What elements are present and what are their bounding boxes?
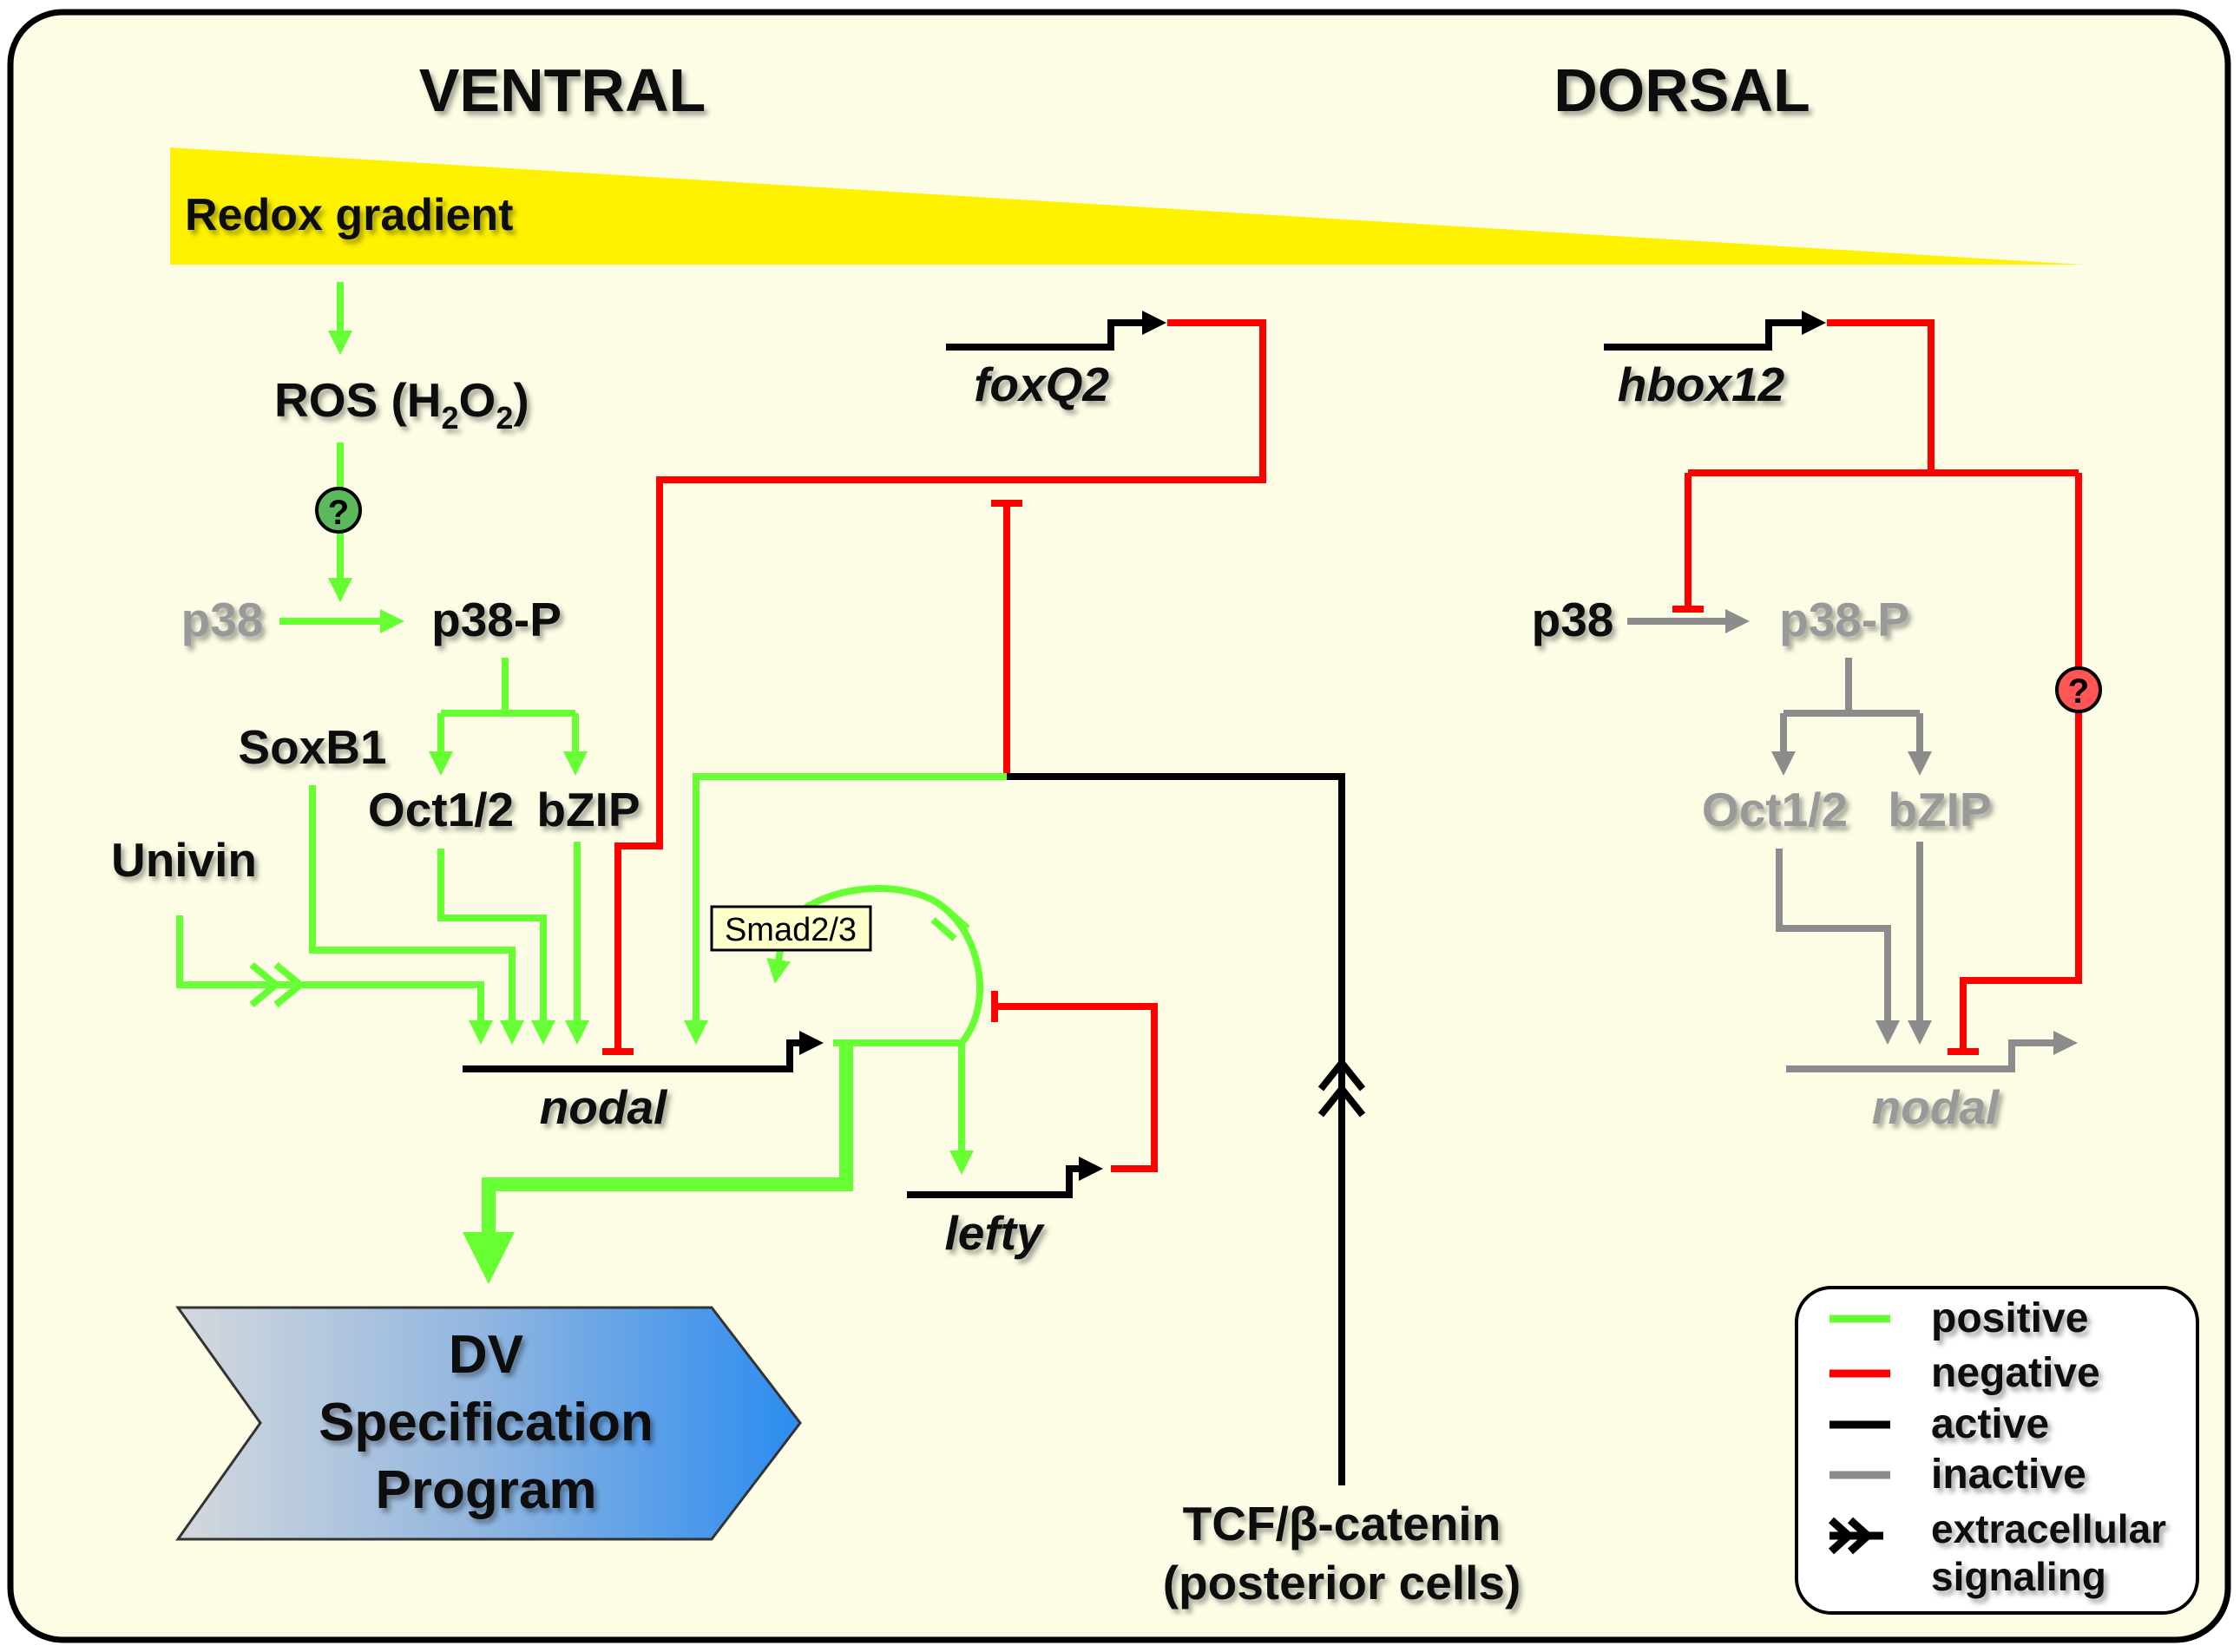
foxq2-label: foxQ2	[974, 357, 1109, 411]
ventral-nodal-label: nodal	[540, 1080, 668, 1134]
univin-label: Univin	[111, 833, 257, 887]
dorsal-nodal-gene	[1786, 1031, 2078, 1072]
legend-extracellular-icon	[1828, 1517, 1883, 1555]
program-arrowhead	[463, 1232, 515, 1284]
ventral-p38-label: p38	[181, 593, 264, 646]
legend-inactive-label: inactive	[1931, 1452, 2086, 1498]
smad-box	[710, 905, 872, 952]
ventral-p38p-label: p38-P	[431, 593, 562, 646]
ventral-heading: VENTRAL	[419, 56, 706, 124]
dorsal-nodal-label: nodal	[1872, 1080, 2000, 1134]
soxb1-to-nodal	[309, 785, 524, 1045]
wnt-activates-nodal	[684, 773, 1007, 1045]
legend-box	[1795, 1286, 2199, 1615]
tcf-label-line2: (posterior cells)	[1163, 1556, 1521, 1609]
unknown-mediator-red-icon	[2055, 666, 2102, 713]
dorsal-oct-to-nodal	[1776, 849, 1900, 1045]
dv-program-line1: DV	[449, 1325, 523, 1385]
ventral-oct-label: Oct1/2	[368, 783, 514, 836]
dv-program-line2: Specification	[319, 1393, 654, 1452]
nodal-gene	[463, 1031, 824, 1072]
nodal-autoreg-loop	[766, 885, 984, 1046]
tcf-active-path	[1007, 773, 1345, 1485]
dorsal-heading: DORSAL	[1554, 56, 1810, 124]
unknown-mediator-green-mark: ?	[328, 494, 349, 532]
legend-extracellular-line1: extracellular	[1931, 1506, 2166, 1551]
svg-text:ROS (H2O2): ROS (H2O2)	[274, 373, 529, 436]
legend-active-label: active	[1931, 1401, 2049, 1447]
legend-extracellular-line2: signaling	[1931, 1554, 2106, 1599]
univin-extracellular-icon	[249, 961, 306, 1008]
redox-gradient-label: Redox gradient	[185, 190, 514, 240]
foxq2-gene	[946, 311, 1166, 351]
tcf-extracellular-icon	[1317, 1057, 1366, 1118]
tcf-label-line1: TCF/β-catenin	[1183, 1497, 1501, 1550]
ros-label: ROS (H2O2)	[274, 373, 529, 436]
nodal-signal-chevron	[930, 906, 970, 942]
unknown-mediator-green-icon	[315, 487, 362, 534]
univin-to-nodal	[176, 915, 493, 1045]
lefty-label: lefty	[944, 1206, 1045, 1260]
lefty-gene	[907, 1157, 1103, 1198]
foxq2-represses-nodal	[614, 319, 1266, 1050]
dorsal-p38-label: p38	[1532, 593, 1614, 646]
hbox12-gene	[1604, 311, 1826, 351]
dorsal-branch-p38p	[1783, 658, 1920, 717]
ventral-bzip-label: bZIP	[536, 783, 640, 836]
soxb1-label: SoxB1	[238, 720, 386, 774]
hbox12-label: hbox12	[1618, 357, 1785, 411]
lefty-represses-nodal	[996, 1003, 1158, 1172]
dv-program-shape	[175, 1306, 802, 1541]
dorsal-oct-label: Oct1/2	[1702, 783, 1848, 836]
redox-gradient-wedge	[170, 148, 2083, 265]
unknown-mediator-red-mark: ?	[2068, 672, 2089, 711]
hbox12-repression-network	[1685, 319, 2082, 1050]
nodal-to-program	[482, 1043, 853, 1249]
dorsal-p38p-label: p38-P	[1779, 593, 1909, 646]
legend-negative-label: negative	[1931, 1350, 2100, 1396]
smad-label: Smad2/3	[725, 912, 857, 948]
dorsal-bzip-label: bZIP	[1888, 783, 1991, 836]
legend-positive-label: positive	[1931, 1295, 2088, 1341]
oct-to-nodal-a	[437, 849, 555, 1045]
dv-program-line3: Program	[376, 1460, 597, 1520]
panel-background	[7, 9, 2231, 1643]
branch-p38p-to-tfs	[437, 658, 579, 762]
legend: positive negative active inactive extrac…	[1795, 1286, 2199, 1615]
